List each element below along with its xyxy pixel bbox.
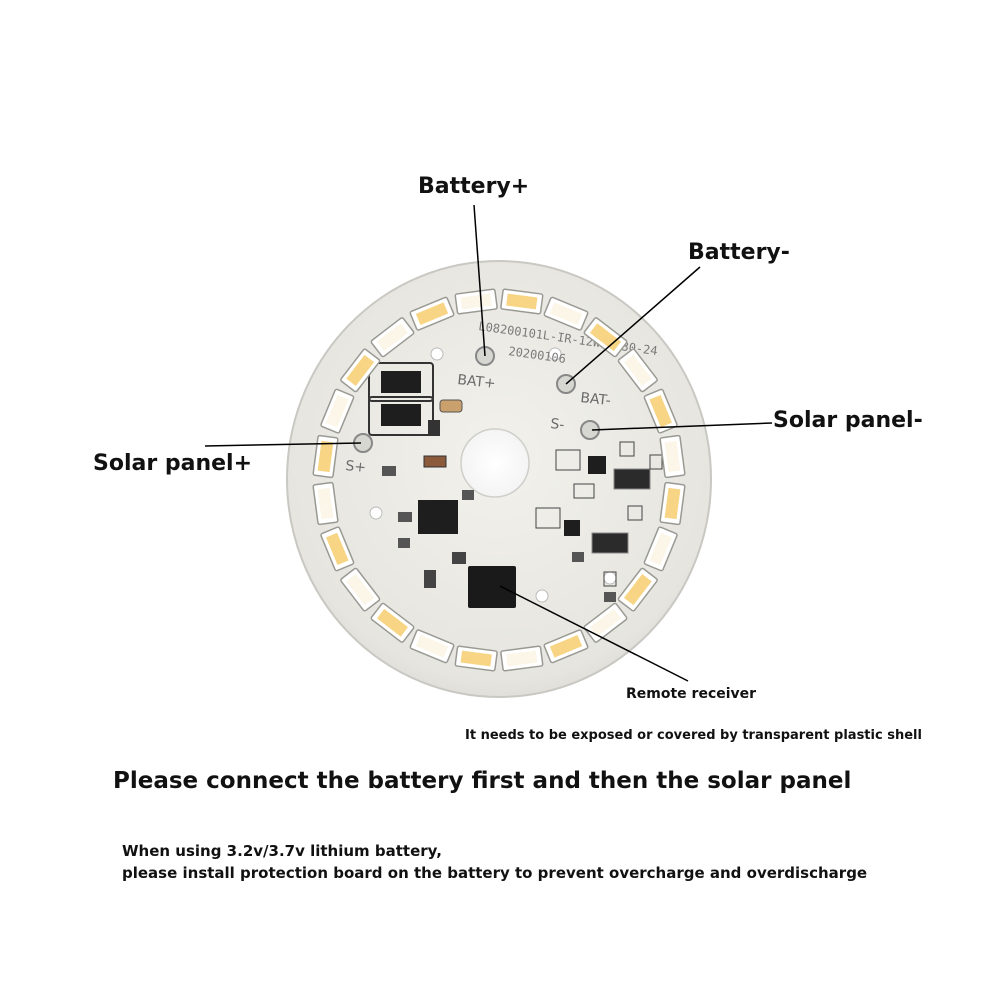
leader-line-solar-minus bbox=[591, 422, 773, 431]
battery-plus-label: Battery+ bbox=[418, 174, 530, 199]
led-chip bbox=[500, 288, 544, 315]
battery-note-line-2: please install protection board on the b… bbox=[122, 864, 868, 882]
resistor bbox=[649, 454, 663, 470]
led-chip bbox=[617, 567, 658, 612]
component bbox=[424, 570, 436, 588]
resistor bbox=[462, 490, 474, 500]
connection-instruction: Please connect the battery first and the… bbox=[113, 768, 852, 794]
mounting-hole bbox=[603, 571, 617, 585]
led-chip bbox=[454, 288, 498, 315]
resistor bbox=[627, 505, 643, 521]
pad-label-bat-minus: BAT- bbox=[580, 390, 612, 409]
led-chip bbox=[320, 388, 355, 434]
pad-label-s-minus: S- bbox=[550, 416, 566, 433]
led-chip bbox=[643, 526, 678, 572]
led-chip bbox=[340, 348, 381, 393]
led-chip bbox=[320, 526, 355, 572]
led-chip bbox=[409, 296, 455, 331]
diode-d2 bbox=[368, 396, 434, 436]
transistor bbox=[588, 456, 606, 474]
resistor bbox=[573, 483, 595, 499]
resistor bbox=[398, 538, 410, 548]
led-chip bbox=[500, 645, 544, 672]
center-hole bbox=[460, 428, 530, 498]
exposure-note: It needs to be exposed or covered by tra… bbox=[465, 728, 922, 743]
component bbox=[452, 552, 466, 564]
pad-label-bat-plus: BAT+ bbox=[457, 372, 497, 392]
resistor bbox=[555, 449, 581, 471]
resistor-r3 bbox=[591, 532, 629, 554]
solar-panel-plus-label: Solar panel+ bbox=[93, 451, 253, 476]
solar-panel-minus-label: Solar panel- bbox=[773, 408, 923, 433]
led-chip bbox=[617, 348, 658, 393]
capacitor-c4 bbox=[439, 399, 463, 413]
led-chip bbox=[543, 296, 589, 331]
led-ring bbox=[312, 288, 686, 672]
leader-line-battery-minus bbox=[565, 266, 701, 385]
mounting-hole bbox=[430, 347, 444, 361]
led-chip bbox=[312, 434, 339, 479]
led-chip bbox=[312, 481, 339, 526]
transistor bbox=[564, 520, 580, 536]
led-chip bbox=[583, 317, 628, 358]
led-chip bbox=[409, 629, 455, 664]
led-chip bbox=[543, 629, 589, 664]
led-chip bbox=[583, 602, 628, 643]
leader-line-remote-receiver bbox=[499, 585, 689, 682]
resistor bbox=[603, 571, 617, 587]
resistor bbox=[619, 441, 635, 457]
pad-label-s-plus: S+ bbox=[345, 458, 367, 476]
battery-note-line-1: When using 3.2v/3.7v lithium battery, bbox=[122, 842, 442, 860]
component bbox=[428, 420, 440, 436]
led-chip bbox=[340, 567, 381, 612]
led-chip bbox=[370, 602, 415, 643]
resistor bbox=[382, 466, 396, 476]
diode-d1 bbox=[368, 362, 434, 402]
led-chip bbox=[454, 645, 498, 672]
battery-minus-label: Battery- bbox=[688, 240, 790, 265]
mounting-hole bbox=[369, 506, 383, 520]
ir-remote-receiver bbox=[468, 566, 516, 608]
resistor bbox=[604, 592, 616, 602]
led-chip bbox=[659, 481, 686, 526]
resistor bbox=[535, 507, 561, 529]
leader-line-battery-plus bbox=[473, 204, 486, 357]
diode-z1 bbox=[423, 455, 447, 468]
resistor-r5 bbox=[613, 468, 651, 490]
resistor bbox=[398, 512, 412, 522]
mounting-hole bbox=[548, 347, 562, 361]
led-chip bbox=[659, 434, 686, 479]
led-chip bbox=[643, 388, 678, 434]
led-chip bbox=[370, 317, 415, 358]
mounting-hole bbox=[535, 589, 549, 603]
ic-u1 bbox=[418, 500, 458, 534]
remote-receiver-label: Remote receiver bbox=[626, 686, 757, 702]
leader-line-solar-plus bbox=[204, 442, 362, 447]
resistor bbox=[572, 552, 584, 562]
